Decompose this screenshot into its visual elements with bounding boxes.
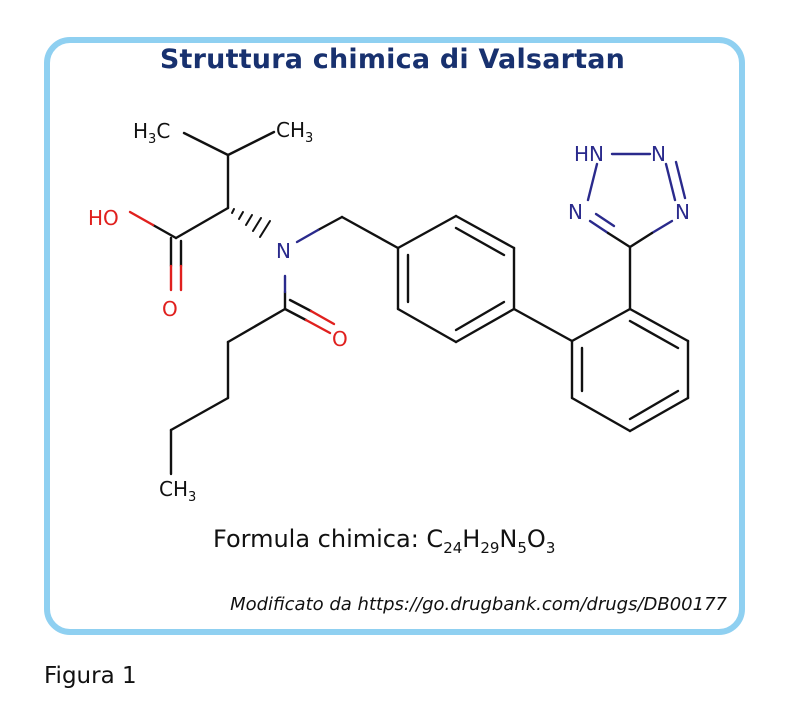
formula-element-c: C — [426, 525, 444, 553]
figure-title: Struttura chimica di Valsartan — [159, 44, 626, 75]
formula-count-h: 29 — [480, 539, 500, 557]
formula-count-o: 3 — [545, 539, 556, 557]
amide-oxygen-label: O — [332, 327, 348, 351]
tetrazole-nh-label: HN — [574, 142, 604, 166]
chemical-formula: Formula chimica: C24H29N5O3 — [213, 525, 555, 556]
formula-count-c: 24 — [443, 539, 463, 557]
formula-element-n: N — [499, 525, 518, 553]
methyl-left-label: H3C — [133, 119, 170, 147]
formula-element-o: O — [526, 525, 546, 553]
amide-nitrogen-label: N — [276, 239, 291, 263]
hydroxyl-label: HO — [88, 206, 119, 230]
tetrazole-n-right-label: N — [675, 200, 690, 224]
acid-oxygen-label: O — [162, 297, 178, 321]
figure-caption: Figura 1 — [44, 663, 137, 689]
terminal-methyl-label: CH3 — [159, 477, 196, 505]
formula-count-n: 5 — [517, 539, 527, 557]
formula-element-h: H — [462, 525, 481, 553]
tetrazole-n-left-label: N — [568, 200, 583, 224]
figure-card — [44, 37, 745, 635]
source-credit: Modificato da https://go.drugbank.com/dr… — [230, 594, 727, 615]
formula-prefix: Formula chimica: — [213, 525, 427, 553]
tetrazole-n-top-label: N — [651, 142, 666, 166]
methyl-right-label: CH3 — [276, 118, 313, 146]
